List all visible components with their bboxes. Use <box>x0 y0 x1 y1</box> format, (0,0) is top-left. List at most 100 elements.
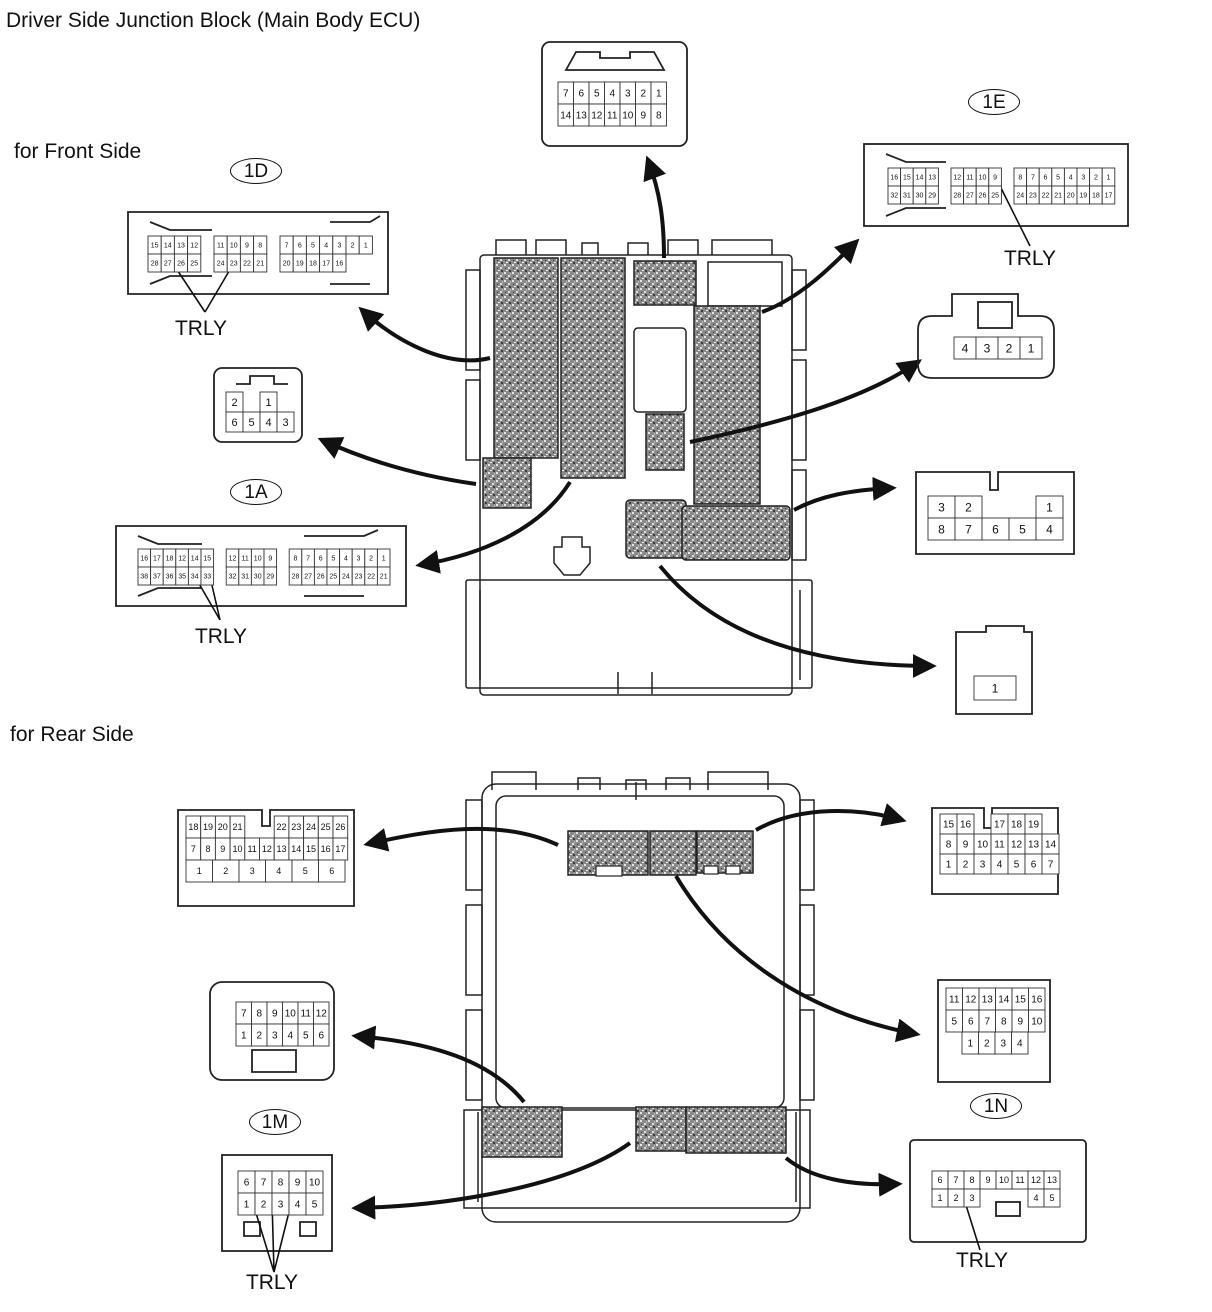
pin-number: 3 <box>282 417 288 429</box>
housing-top14 <box>633 260 697 306</box>
pin-number: 15 <box>903 175 911 182</box>
housing-c4 <box>645 413 685 471</box>
pin-cell <box>376 566 391 586</box>
pin-cell <box>187 253 202 273</box>
pin-number: 34 <box>191 574 199 581</box>
pin-number: 14 <box>916 175 924 182</box>
pin-number: 4 <box>1033 1193 1038 1203</box>
pin-number: 35 <box>178 574 186 581</box>
pin-number: 9 <box>295 1178 301 1189</box>
pin-number: 8 <box>1018 175 1022 182</box>
pin-number: 12 <box>262 844 272 854</box>
pin-number: 5 <box>303 866 308 876</box>
pin-number: 24 <box>1016 193 1024 200</box>
arrows <box>317 155 937 1220</box>
pin-number: 19 <box>296 261 304 268</box>
pin-number: 16 <box>140 556 148 563</box>
pin-cell <box>313 1023 330 1047</box>
connector-code-1N: 1N <box>970 1093 1022 1119</box>
pin-cell <box>650 103 667 127</box>
pin-number: 25 <box>321 822 331 832</box>
arrow-to-r16 <box>674 874 921 1043</box>
pin-number: 3 <box>357 556 361 563</box>
pin-number: 3 <box>984 341 991 355</box>
arrow-to-top14 <box>643 155 666 259</box>
pin-number: 1 <box>197 866 202 876</box>
connector-code-1A: 1A <box>230 479 282 505</box>
rear-junction-block <box>463 771 815 1223</box>
pin-number: 1 <box>992 681 999 695</box>
pin-number: 5 <box>331 556 335 563</box>
pin-number: 7 <box>261 1178 267 1189</box>
pin-number: 6 <box>1044 175 1048 182</box>
housing-1N <box>685 1106 787 1154</box>
pin-number: 7 <box>563 89 569 100</box>
arrow-to-r19 <box>755 803 907 832</box>
connector-r27-body <box>177 809 355 907</box>
pin-number: 31 <box>903 193 911 200</box>
connector-r12-body <box>209 981 335 1081</box>
pin-number: 1 <box>364 243 368 250</box>
pin-number: 23 <box>291 822 301 832</box>
pin-number: 30 <box>916 193 924 200</box>
pin-number: 27 <box>164 261 172 268</box>
pin-number: 6 <box>968 1017 974 1028</box>
arrow-to-1M <box>351 1141 632 1220</box>
pin-number: 9 <box>272 1009 278 1020</box>
connector-code-1M: 1M <box>249 1109 301 1135</box>
pin-number: 14 <box>1045 840 1057 851</box>
pin-number: 3 <box>272 1031 278 1042</box>
pin-number: 17 <box>153 556 161 563</box>
pin-number: 4 <box>324 243 328 250</box>
pin-number: 16 <box>1031 995 1043 1006</box>
pin-number: 26 <box>177 261 185 268</box>
trly-label-1M: TRLY <box>245 1271 299 1294</box>
pin-number: 4 <box>276 866 281 876</box>
pin-number: 1 <box>244 1200 250 1211</box>
pin-number: 2 <box>231 397 237 409</box>
pin-number: 23 <box>1029 193 1037 200</box>
pin-number: 1 <box>265 397 271 409</box>
rear-side-heading: for Rear Side <box>10 723 134 746</box>
pin-cell <box>200 566 215 586</box>
pin-number: 25 <box>991 193 999 200</box>
pin-number: 12 <box>965 995 977 1006</box>
pin-number: 10 <box>977 840 989 851</box>
arrow-to-c6 <box>317 437 477 486</box>
page-title: Driver Side Junction Block (Main Body EC… <box>6 9 421 32</box>
pin-number: 10 <box>309 1178 321 1189</box>
pin-number: 8 <box>258 243 262 250</box>
pin-number: 29 <box>266 574 274 581</box>
pin-number: 16 <box>960 820 972 831</box>
pin-cell <box>1019 336 1043 360</box>
pin-cell <box>1035 517 1064 541</box>
pin-number: 13 <box>576 111 588 122</box>
pin-number: 1 <box>937 1193 942 1203</box>
pin-number: 5 <box>303 1031 309 1042</box>
pin-number: 15 <box>1015 995 1027 1006</box>
pin-number: 12 <box>190 243 198 250</box>
pin-number: 9 <box>993 175 997 182</box>
pin-number: 7 <box>953 1175 958 1185</box>
pin-number: 11 <box>966 175 973 182</box>
pin-number: 12 <box>178 556 186 563</box>
pin-number: 8 <box>969 1175 974 1185</box>
connector-1N-body <box>909 1139 1087 1243</box>
housing-r12 <box>481 1106 563 1158</box>
trly-label-1D: TRLY <box>174 317 228 340</box>
pin-number: 2 <box>256 1031 262 1042</box>
housing-c6 <box>482 457 532 509</box>
arrow-to-1E <box>761 238 860 314</box>
rear-connector-housings <box>481 830 787 1158</box>
pin-number: 3 <box>969 1193 974 1203</box>
pin-number: 6 <box>298 243 302 250</box>
pin-number: 5 <box>1049 1193 1054 1203</box>
arrow-to-r12 <box>351 1025 526 1104</box>
connector-code-1E: 1E <box>968 89 1020 115</box>
connector-c8-body <box>915 471 1075 555</box>
pin-number: 15 <box>306 844 316 854</box>
